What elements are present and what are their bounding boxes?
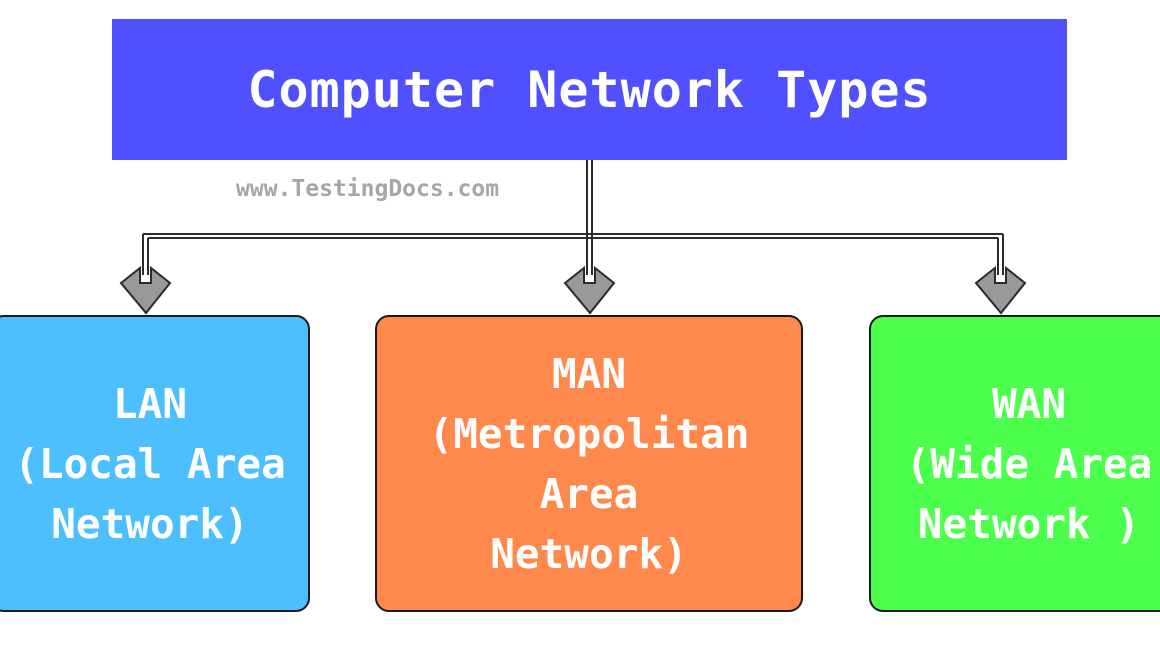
arrowhead-man xyxy=(563,265,616,315)
diagram-title: Computer Network Types xyxy=(247,60,932,119)
node-man: MAN (Metropolitan Area Network) xyxy=(375,315,803,612)
diagram-title-box: Computer Network Types xyxy=(112,19,1067,160)
node-lan-label: LAN (Local Area Network) xyxy=(14,379,286,548)
watermark-text: www.TestingDocs.com xyxy=(236,176,500,202)
node-man-label: MAN (Metropolitan Area Network) xyxy=(428,349,750,578)
node-wan-label: WAN (Wide Area Network ) xyxy=(905,379,1153,548)
arrowhead-wan xyxy=(974,265,1027,315)
arrowhead-lan xyxy=(119,265,172,315)
node-lan: LAN (Local Area Network) xyxy=(0,315,310,612)
node-wan: WAN (Wide Area Network ) xyxy=(869,315,1160,612)
